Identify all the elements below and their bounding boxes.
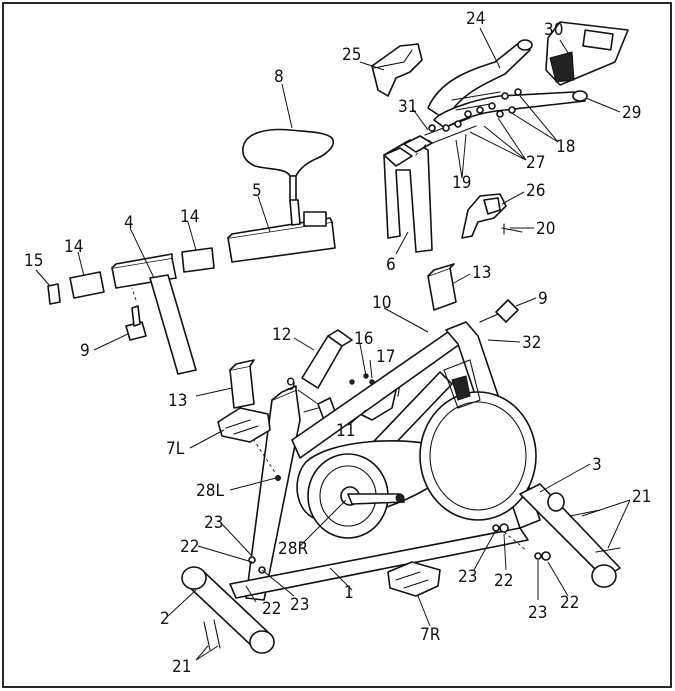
pedal-left-part [217, 407, 271, 443]
leader-lines [35, 27, 631, 661]
callout-1: 1 [344, 583, 354, 603]
callout-4: 4 [124, 213, 134, 233]
seat-post-part [111, 253, 197, 375]
callout-13-top: 13 [472, 263, 491, 283]
callout-26: 26 [526, 181, 545, 201]
callout-31: 31 [398, 97, 417, 117]
washers [248, 523, 551, 574]
callout-18: 18 [556, 137, 575, 157]
knob-9-left [125, 287, 147, 341]
callout-21-right: 21 [632, 487, 651, 507]
pedal-right-part [387, 561, 441, 597]
callout-21-left: 21 [172, 657, 191, 677]
callout-23-upper-left: 23 [204, 513, 223, 533]
saddle-part [242, 128, 334, 203]
callout-9-right: 9 [538, 289, 548, 309]
callout-labels: 24 30 25 29 8 31 18 27 19 26 5 14 14 4 1… [24, 9, 651, 677]
callout-30: 30 [544, 20, 563, 40]
leg-bolt-guide [249, 433, 277, 475]
rear-stabilizer-part [181, 566, 275, 654]
callout-23-front-right: 23 [528, 603, 547, 623]
callout-11: 11 [336, 421, 355, 441]
callout-2: 2 [160, 609, 170, 629]
callout-27: 27 [526, 153, 545, 173]
flywheel-part [419, 359, 537, 521]
callout-8: 8 [274, 67, 284, 87]
callout-12: 12 [272, 325, 291, 345]
front-stabilizer-part [519, 483, 621, 588]
callout-25: 25 [342, 45, 361, 65]
handlebar-bolts [414, 88, 522, 157]
callout-24: 24 [466, 9, 485, 29]
callout-28L: 28L [196, 481, 224, 501]
end-caps [47, 247, 215, 305]
callout-3: 3 [592, 455, 602, 475]
knob-9-right [479, 299, 519, 323]
crank-assembly [307, 453, 405, 539]
callout-28R: 28R [278, 539, 308, 559]
handlebar-post-part [383, 135, 433, 253]
callout-14-left: 14 [64, 237, 83, 257]
sleeve-13-bottom [229, 359, 255, 409]
brake-knob-part [461, 193, 523, 239]
callout-13-bottom: 13 [168, 391, 187, 411]
callout-22-lower-left: 22 [262, 599, 281, 619]
callout-16: 16 [354, 329, 373, 349]
callout-9-left: 9 [80, 341, 90, 361]
callout-7L: 7L [166, 439, 185, 459]
callout-22-front-right: 22 [560, 593, 579, 613]
water-bottle-part [301, 329, 353, 389]
callout-17: 17 [376, 347, 395, 367]
console-part [545, 21, 629, 86]
callout-23-lower-left: 23 [290, 595, 309, 615]
callout-20: 20 [536, 219, 555, 239]
callout-23-front-left: 23 [458, 567, 477, 587]
cover-part [371, 43, 423, 97]
callout-19: 19 [452, 173, 471, 193]
callout-10: 10 [372, 293, 391, 313]
callout-5: 5 [252, 181, 262, 201]
callout-22-front-left: 22 [494, 571, 513, 591]
callout-9-middle: 9 [286, 375, 296, 395]
callout-32: 32 [522, 333, 541, 353]
bolt-28L [275, 475, 281, 481]
callout-7R: 7R [420, 625, 441, 645]
seat-slider-part [227, 199, 336, 263]
callout-14-right: 14 [180, 207, 199, 227]
callout-15: 15 [24, 251, 43, 271]
sleeve-13-top [427, 263, 457, 311]
callout-22-upper-left: 22 [180, 537, 199, 557]
callout-6: 6 [386, 255, 396, 275]
callout-29: 29 [622, 103, 641, 123]
